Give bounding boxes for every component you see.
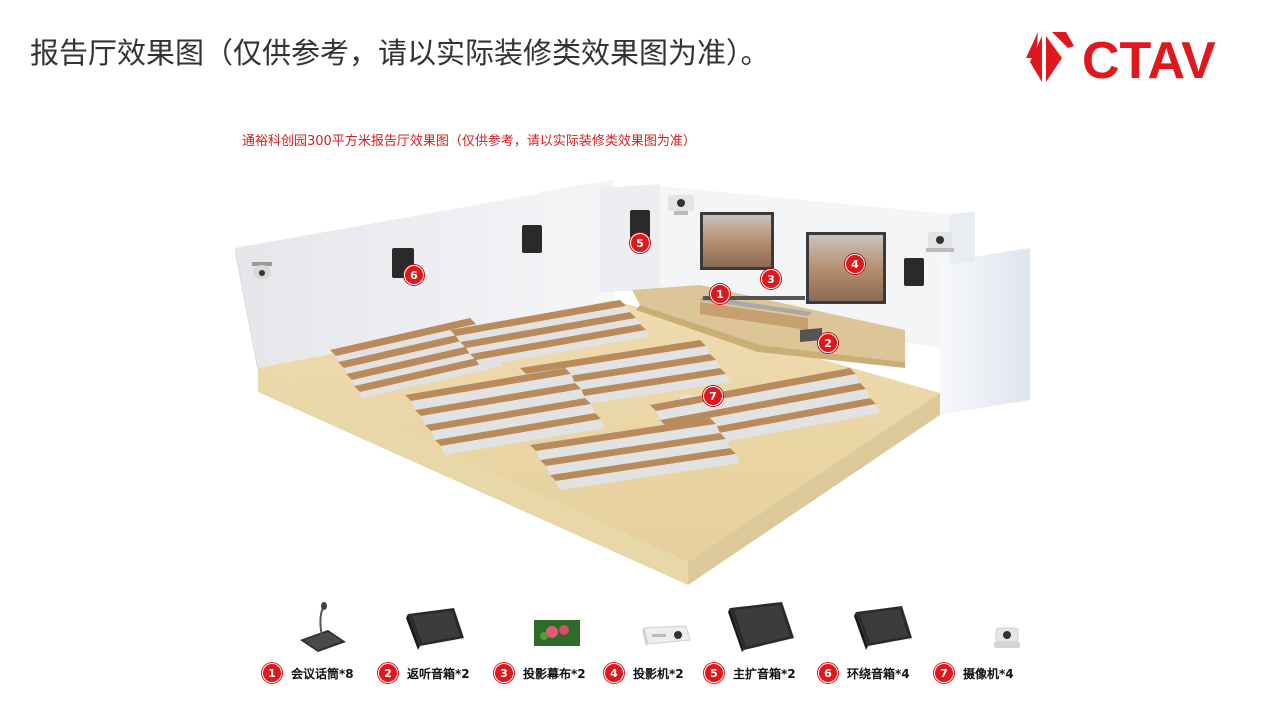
camera-ptz-icon xyxy=(252,262,272,279)
scene-marker: 4 xyxy=(845,254,865,274)
legend-number-badge: 6 xyxy=(818,663,838,683)
equipment-legend: 1 会议话筒*8 2 返听音箱*2 3 投影幕布*2 xyxy=(262,600,1042,690)
surround-speaker xyxy=(522,225,542,253)
seating-rows xyxy=(330,300,880,490)
legend-number-badge: 4 xyxy=(604,663,624,683)
projector-icon xyxy=(642,625,691,646)
floor-slab-right xyxy=(688,393,940,585)
main-speaker xyxy=(630,210,650,238)
main-speaker-icon xyxy=(728,602,794,652)
left-wall xyxy=(235,180,615,368)
legend-label: 主扩音箱*2 xyxy=(733,666,796,681)
scene-marker: 6 xyxy=(404,265,424,285)
conference-microphone-icon xyxy=(300,602,346,652)
scene-marker: 5 xyxy=(630,233,650,253)
scene-marker: 7 xyxy=(703,386,723,406)
legend-number-badge: 2 xyxy=(378,663,398,683)
floor-slab-left xyxy=(258,368,688,585)
projection-screen-icon xyxy=(534,620,580,646)
legend-label: 会议话筒*8 xyxy=(291,666,354,681)
logo-text: CTAV xyxy=(1082,32,1216,88)
legend-label: 投影机*2 xyxy=(633,666,684,681)
legend-label: 环绕音箱*4 xyxy=(847,666,910,681)
scene-marker: 1 xyxy=(710,284,730,304)
main-speaker xyxy=(904,258,924,286)
ctav-logo: CTAV xyxy=(1026,32,1216,88)
right-wall xyxy=(940,248,1030,415)
legend-number-badge: 5 xyxy=(704,663,724,683)
legend-label: 投影幕布*2 xyxy=(523,666,586,681)
camera-ptz-icon xyxy=(926,232,954,252)
monitor-speaker-icon xyxy=(406,608,464,650)
scene-marker: 3 xyxy=(761,269,781,289)
camera-ptz-icon xyxy=(668,195,694,215)
render-subtitle: 通裕科创园300平方米报告厅效果图（仅供参考，请以实际装修类效果图为准） xyxy=(242,134,696,149)
legend-number-badge: 3 xyxy=(494,663,514,683)
surround-speaker-icon xyxy=(854,606,912,650)
camera-icon xyxy=(994,627,1020,648)
legend-number-badge: 7 xyxy=(934,663,954,683)
legend-label: 返听音箱*2 xyxy=(407,666,470,681)
legend-number-badge: 1 xyxy=(262,663,282,683)
logo-emblem-icon xyxy=(1026,32,1074,82)
page-title: 报告厅效果图（仅供参考，请以实际装修类效果图为准）。 xyxy=(30,36,770,70)
legend-label: 摄像机*4 xyxy=(963,666,1014,681)
scene-marker: 2 xyxy=(818,333,838,353)
